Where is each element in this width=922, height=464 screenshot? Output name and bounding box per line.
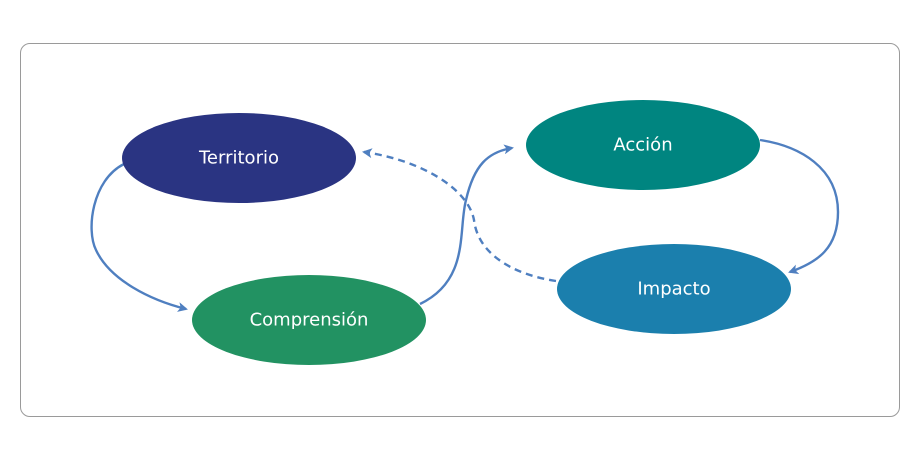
edge-impacto-to-territorio [362,148,557,283]
node-accion-shape [526,100,760,190]
node-territorio-label: Territorio [198,148,279,169]
node-impacto-shape [557,244,791,334]
edge-accion-to-impacto [759,138,840,275]
node-accion: Acción [526,100,760,190]
node-impacto: Impacto [557,244,791,334]
node-accion-label: Acción [613,135,672,156]
node-comprension-shape [192,275,426,365]
node-territorio-shape [122,113,356,203]
node-comprension-label: Comprensión [250,310,369,331]
node-impacto-label: Impacto [637,279,710,300]
node-comprension: Comprensión [192,275,426,365]
diagram-frame [20,43,900,417]
edge-comprension-to-accion [419,144,514,306]
edge-territorio-to-comprension [90,162,188,312]
node-territorio: Territorio [122,113,356,203]
